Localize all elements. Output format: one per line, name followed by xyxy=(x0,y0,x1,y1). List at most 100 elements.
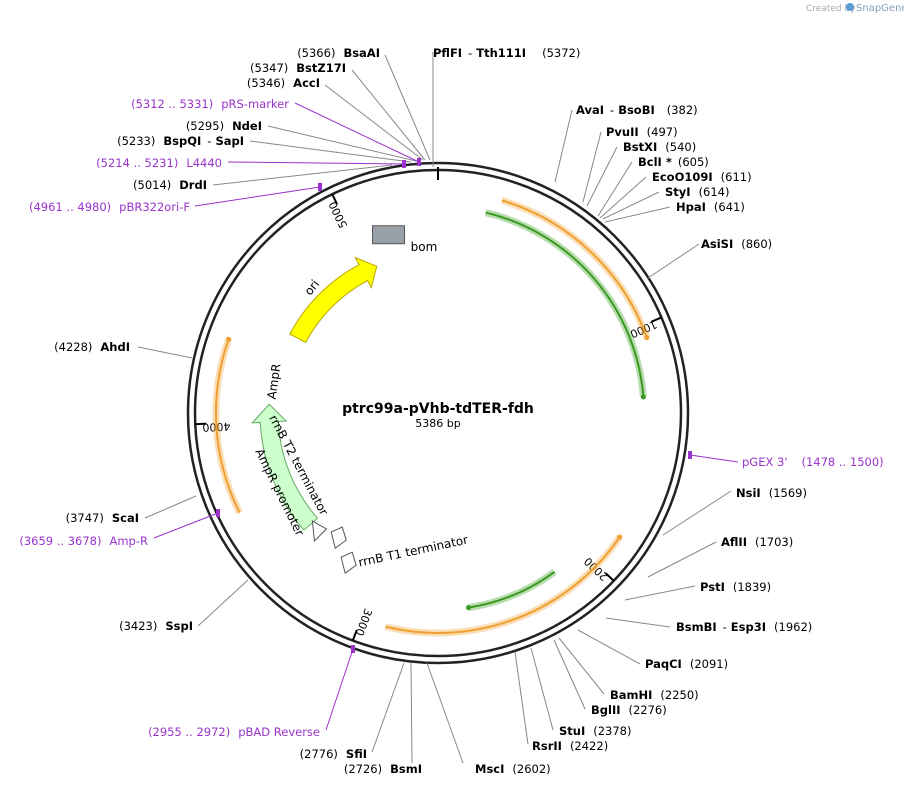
site-rsrii[interactable]: RsrII(2422) xyxy=(532,739,608,753)
tick-label: 3000 xyxy=(352,607,374,638)
primer-pgex-3[interactable]: pGEX 3'(1478 .. 1500) xyxy=(742,455,884,469)
site-ahdi[interactable]: (4228)AhdI xyxy=(54,340,130,354)
primer-leader-line xyxy=(294,102,420,163)
primer-binding-marker xyxy=(688,451,692,459)
site-asisi[interactable]: AsiSI(860) xyxy=(701,237,772,251)
primer-pbr322ori-f[interactable]: (4961 .. 4980)pBR322ori-F xyxy=(29,200,190,214)
site-bamhi[interactable]: BamHI(2250) xyxy=(610,688,699,702)
site-leader-line xyxy=(604,206,671,223)
site-leader-line xyxy=(554,109,573,183)
primer-labels: (5312 .. 5331)pRS-marker (5214 .. 5231)L… xyxy=(19,97,883,739)
primer-binding-marker xyxy=(417,158,421,166)
tick-label: 5000 xyxy=(326,199,350,230)
site-leader-line xyxy=(558,637,605,695)
site-leader-line xyxy=(624,585,696,601)
site-nsii[interactable]: NsiI(1569) xyxy=(736,486,807,500)
orf-glow xyxy=(500,197,651,339)
site-leader-line xyxy=(197,579,249,627)
site-styi[interactable]: StyI(614) xyxy=(665,185,730,199)
site-ecoo109i[interactable]: EcoO109I(611) xyxy=(652,170,752,184)
site-leader-line xyxy=(586,146,618,207)
tick-mark xyxy=(605,572,615,582)
site-bsaai[interactable]: (5366)BsaAI xyxy=(297,46,380,60)
primer-leader-line xyxy=(689,454,739,463)
orf-arrow-tip xyxy=(226,336,232,342)
site-acci[interactable]: (5346)AccI xyxy=(247,76,320,90)
feature-rrnb-t2-marker[interactable] xyxy=(330,526,347,549)
site-pflfi-tth111i[interactable]: PflFI-Tth111I(5372) xyxy=(433,46,580,60)
primer-binding-marker xyxy=(351,645,355,653)
backbone-outer-ring xyxy=(186,161,690,665)
primer-leader-line xyxy=(153,512,219,539)
site-leader-line xyxy=(351,69,426,161)
plasmid-name: ptrc99a-pVhb-tdTER-fdh xyxy=(342,401,534,417)
primer-prs-marker[interactable]: (5312 .. 5331)pRS-marker xyxy=(131,97,289,111)
snapgene-branding: Created by SnapGene xyxy=(806,3,904,14)
backbone xyxy=(186,161,690,665)
feature-ampr-promoter-arrow[interactable] xyxy=(311,520,328,543)
feature-label-bom: bom xyxy=(411,240,438,254)
orf-arrow-tip xyxy=(640,394,646,400)
orf-arc-orf-4[interactable] xyxy=(468,570,556,609)
site-leader-line xyxy=(324,84,424,161)
site-leader-line xyxy=(577,629,641,665)
site-leader-line xyxy=(647,243,700,279)
primer-binding-marker xyxy=(216,509,220,517)
orf-arc-orf-5[interactable] xyxy=(215,338,241,514)
orf-arrow-tip xyxy=(617,534,623,540)
site-paqci[interactable]: PaqCI(2091) xyxy=(645,657,728,671)
primer-pbad-reverse[interactable]: (2955 .. 2972)pBAD Reverse xyxy=(148,725,320,739)
feature-label-rrnb-t1: rrnB T1 terminator xyxy=(357,533,469,570)
feature-ampr-arrow[interactable] xyxy=(251,403,319,531)
site-drdi[interactable]: (5014)DrdI xyxy=(133,178,207,192)
site-leader-line xyxy=(582,131,602,203)
site-leader-line xyxy=(249,140,412,163)
plasmid-size: 5386 bp xyxy=(415,417,460,430)
site-scai[interactable]: (3747)ScaI xyxy=(66,511,139,525)
site-msci[interactable]: MscI(2602) xyxy=(475,762,551,776)
site-pvuii[interactable]: PvuII(497) xyxy=(606,125,678,139)
tick-mark xyxy=(195,422,207,426)
site-ndei[interactable]: (5295)NdeI xyxy=(186,119,262,133)
site-leader-line xyxy=(384,54,431,161)
site-sfii[interactable]: (2776)SfiI xyxy=(300,747,367,761)
site-leader-line xyxy=(530,647,554,731)
site-leader-line xyxy=(267,125,417,162)
site-avai-bsobi[interactable]: AvaI-BsoBI(382) xyxy=(576,103,698,117)
site-bstxi[interactable]: BstXI(540) xyxy=(623,140,696,154)
feature-bom-box[interactable] xyxy=(372,225,406,245)
site-psti[interactable]: PstI(1839) xyxy=(700,580,771,594)
site-leader-line xyxy=(514,651,529,745)
site-hpai[interactable]: HpaI(641) xyxy=(676,200,745,214)
site-aflii[interactable]: AflII(1703) xyxy=(721,535,793,549)
orf-arrow-tip xyxy=(644,335,650,341)
orf-arrow-tip xyxy=(465,605,471,611)
site-sspi[interactable]: (3423)SspI xyxy=(119,619,193,633)
primer-leader-line xyxy=(194,186,321,207)
primer-binding-marker xyxy=(402,160,406,168)
primer-amp-r[interactable]: (3659 .. 3678)Amp-R xyxy=(19,534,148,548)
site-leader-line xyxy=(599,176,647,219)
feature-ori-arrow[interactable] xyxy=(289,256,378,344)
site-leader-line xyxy=(144,495,197,519)
site-bstz17i[interactable]: (5347)BstZ17I xyxy=(250,61,346,75)
restriction-sites: PflFI-Tth111I(5372) (5366)BsaAI (5347)Bs… xyxy=(54,46,812,776)
site-stui[interactable]: StuI(2378) xyxy=(559,724,632,738)
site-bglii[interactable]: BglII(2276) xyxy=(591,703,667,717)
orf-arc-orf-2[interactable] xyxy=(485,211,645,398)
site-bsmi[interactable]: (2726)BsmI xyxy=(344,762,422,776)
site-leader-line xyxy=(602,191,660,220)
site-bcli[interactable]: BclI*(605) xyxy=(638,155,709,169)
site-bspqi-sapi[interactable]: (5233)BspQI-SapI xyxy=(117,134,244,148)
feature-rrnb-t1-marker[interactable] xyxy=(340,551,357,575)
site-leader-line xyxy=(371,662,405,753)
site-bsmbi-esp3i[interactable]: BsmBI-Esp3I(1962) xyxy=(676,620,812,634)
site-leader-line xyxy=(662,490,732,536)
primer-l4440[interactable]: (5214 .. 5231)L4440 xyxy=(96,156,222,170)
feature-label-ampr: AmpR xyxy=(265,363,284,400)
orf-arc-orf-1[interactable] xyxy=(501,199,648,339)
orf-arc-orf-3[interactable] xyxy=(385,536,621,634)
orf-glow xyxy=(467,568,557,612)
site-leader-lines xyxy=(137,52,732,764)
